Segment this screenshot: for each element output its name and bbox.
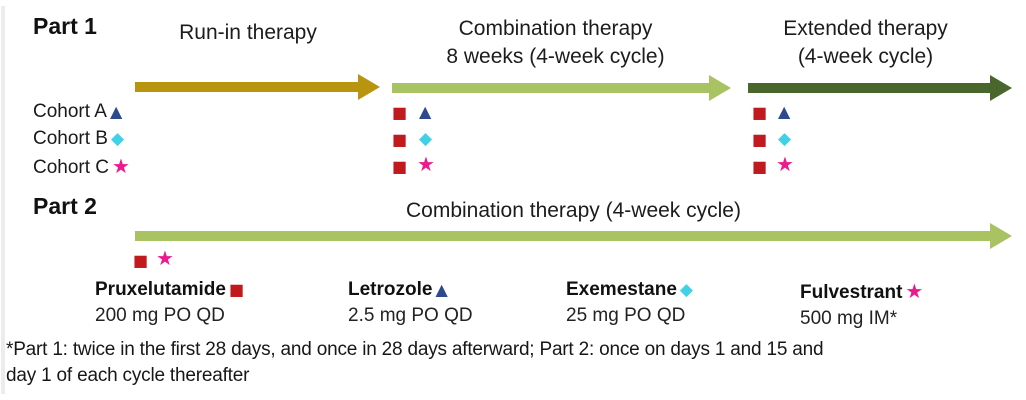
runin-arrow-head [358, 74, 380, 100]
phase-title-combination-line2: 8 weeks (4-week cycle) [446, 45, 665, 68]
extended-cohort-a-triangle-icon: ▲ [778, 102, 791, 121]
footnote-line2: day 1 of each cycle thereafter [6, 365, 250, 386]
runin-arrow-body [135, 82, 360, 92]
legend-exemestane: Exemestane◆ 25 mg PO QD [566, 279, 693, 327]
extended-cohort-b-square-icon: ■ [752, 130, 768, 149]
cohort-c-row: Cohort C★ [33, 154, 130, 178]
cohort-a-label: Cohort A [33, 101, 107, 122]
phase-title-combination: Combination therapy 8 weeks (4-week cycl… [383, 15, 728, 71]
part2-arrow-body [135, 231, 992, 241]
cohort-b-row: Cohort B◆ [33, 128, 124, 150]
footnote: *Part 1: twice in the first 28 days, and… [6, 337, 1022, 389]
extended-cohort-b-diamond-icon: ◆ [778, 129, 792, 149]
legend-exemestane-dose: 25 mg PO QD [566, 305, 686, 326]
legend-exemestane-name: Exemestane◆ [566, 279, 693, 301]
legend-fulvestrant-text: Fulvestrant [800, 282, 903, 303]
legend-letrozole-triangle-icon: ▲ [435, 280, 448, 299]
legend-letrozole-dose: 2.5 mg PO QD [348, 305, 473, 326]
phase-title-combination-line1: Combination therapy [458, 17, 653, 40]
cohort-c-star-icon: ★ [112, 154, 130, 178]
legend-fulvestrant-dose: 500 mg IM* [800, 308, 898, 329]
cohort-c-label: Cohort C [33, 157, 110, 178]
legend-pruxelutamide-text: Pruxelutamide [95, 279, 226, 300]
combination-cohort-b-square-icon: ■ [392, 130, 408, 149]
legend-pruxelutamide-dose: 200 mg PO QD [95, 305, 225, 326]
extended-arrow-body [748, 83, 992, 93]
phase-title-extended-line1: Extended therapy [783, 17, 948, 40]
combination-cohort-a-square-icon: ■ [392, 103, 408, 122]
extended-cohort-c-star-icon: ★ [776, 152, 794, 176]
left-edge-artifact [1, 6, 5, 394]
cohort-a-triangle-icon: ▲ [109, 102, 123, 121]
cohort-a-row: Cohort A▲ [33, 101, 122, 123]
phase-title-extended: Extended therapy (4-week cycle) [743, 15, 988, 71]
phase-title-extended-line2: (4-week cycle) [797, 45, 934, 68]
legend-pruxelutamide-square-icon: ■ [228, 280, 245, 299]
phase-title-runin: Run-in therapy [148, 19, 348, 47]
combination-cohort-a-triangle-icon: ▲ [419, 102, 432, 121]
phase-title-runin-line1: Run-in therapy [179, 21, 317, 44]
combination-cohort-c-square-icon: ■ [392, 157, 408, 176]
legend-exemestane-text: Exemestane [566, 279, 677, 300]
legend-fulvestrant: Fulvestrant★ 500 mg IM* [800, 279, 923, 330]
combination-cohort-b-diamond-icon: ◆ [419, 129, 433, 149]
legend-exemestane-diamond-icon: ◆ [679, 280, 693, 300]
legend-fulvestrant-name: Fulvestrant★ [800, 279, 923, 304]
part2-start-star-icon: ★ [156, 246, 174, 270]
cohort-b-label: Cohort B [33, 128, 108, 149]
legend-pruxelutamide-name: Pruxelutamide■ [95, 279, 244, 301]
extended-arrow-head [990, 75, 1012, 101]
legend-letrozole: Letrozole▲ 2.5 mg PO QD [348, 279, 473, 327]
part2-title: Combination therapy (4-week cycle) [406, 199, 741, 222]
combination-arrow-head [709, 75, 731, 101]
legend-letrozole-name: Letrozole▲ [348, 279, 473, 301]
combination-cohort-c-star-icon: ★ [417, 152, 435, 176]
legend-pruxelutamide: Pruxelutamide■ 200 mg PO QD [95, 279, 244, 327]
legend-fulvestrant-star-icon: ★ [905, 279, 924, 303]
part2-label: Part 2 [33, 193, 97, 219]
legend-letrozole-text: Letrozole [348, 279, 433, 300]
combination-arrow-body [392, 83, 711, 93]
extended-cohort-a-square-icon: ■ [752, 103, 768, 122]
part2-arrow-head [990, 223, 1012, 249]
part1-label: Part 1 [33, 13, 97, 39]
cohort-b-diamond-icon: ◆ [110, 129, 125, 149]
footnote-line1: *Part 1: twice in the first 28 days, and… [6, 339, 824, 360]
part2-start-square-icon: ■ [133, 251, 149, 270]
extended-cohort-c-square-icon: ■ [752, 157, 768, 176]
